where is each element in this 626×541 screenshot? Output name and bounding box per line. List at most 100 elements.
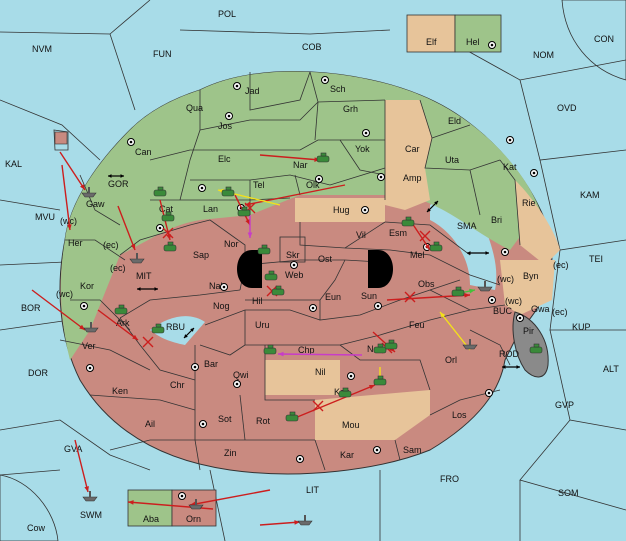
island-elf-hel <box>406 14 502 53</box>
army-icon[interactable] <box>401 219 415 227</box>
army-icon[interactable] <box>285 414 299 422</box>
fleet-icon[interactable] <box>83 327 99 333</box>
convoy-arrow-head <box>434 201 438 205</box>
army-icon[interactable] <box>237 209 251 217</box>
label-jos: Jos <box>218 121 233 131</box>
label-kat: Kat <box>503 162 517 172</box>
army-turret <box>261 244 268 249</box>
supply-center-dot <box>227 114 231 118</box>
army-icon[interactable] <box>163 244 177 252</box>
supply-center-dot <box>487 391 491 395</box>
label-nom: NOM <box>533 50 554 60</box>
label-byn: Byn <box>523 271 539 281</box>
coast-tag: (ec) <box>110 263 126 273</box>
convoy-arrows <box>108 174 520 369</box>
supply-center-dot <box>376 304 380 308</box>
label-ail: Ail <box>145 419 155 429</box>
capital-marker <box>237 250 262 288</box>
label-buc: BUC <box>493 306 513 316</box>
label-mit: MIT <box>136 271 152 281</box>
supply-center-dot <box>349 374 353 378</box>
army-turret <box>275 285 282 290</box>
order-arrow-head <box>130 244 136 250</box>
fleet-mast <box>88 187 90 193</box>
label-gvp: GVP <box>555 400 574 410</box>
fleet-icon[interactable] <box>129 258 145 264</box>
fleet-icon[interactable] <box>188 504 204 510</box>
order-arrow-head <box>247 232 253 238</box>
convoy-arrow-head <box>502 365 506 369</box>
army-icon[interactable] <box>114 307 128 315</box>
army-turret <box>405 216 412 221</box>
army-turret <box>167 241 174 246</box>
label-can: Can <box>135 147 152 157</box>
army-icon[interactable] <box>373 378 387 386</box>
label-pir: Pir <box>523 326 534 336</box>
army-turret <box>433 241 440 246</box>
label-mou: Mou <box>342 420 360 430</box>
supply-center-dot <box>88 366 92 370</box>
army-icon[interactable] <box>316 155 330 163</box>
order-arrow <box>289 384 376 421</box>
army-icon[interactable] <box>384 342 398 350</box>
army-turret <box>342 387 349 392</box>
label-web: Web <box>285 270 303 280</box>
label-ovd: OVD <box>557 103 577 113</box>
bay-rbu <box>150 316 205 345</box>
label-sap: Sap <box>193 250 209 260</box>
order-cut-mark <box>162 227 174 239</box>
supply-center-dot <box>200 186 204 190</box>
order-arrow <box>259 154 321 161</box>
army-icon[interactable] <box>529 346 543 354</box>
label-gor: GOR <box>108 179 129 189</box>
fleet-icon[interactable] <box>477 286 493 292</box>
fleet-icon[interactable] <box>82 496 98 502</box>
fleet-icon[interactable] <box>462 344 478 350</box>
label-swm: SWM <box>80 510 102 520</box>
order-arrow-head <box>245 219 250 225</box>
label-rbu: RBU <box>166 322 185 332</box>
army-icon[interactable] <box>151 326 165 334</box>
army-icon[interactable] <box>221 189 235 197</box>
army-turret <box>157 186 164 191</box>
label-kup: KUP <box>572 322 591 332</box>
supply-center-dot <box>508 138 512 142</box>
order-cut-mark <box>312 400 324 412</box>
label-esm: Esm <box>389 228 407 238</box>
army-icon[interactable] <box>257 247 271 255</box>
order-arrow-head <box>440 312 446 318</box>
supply-center-dot <box>364 131 368 135</box>
army-turret <box>165 211 172 216</box>
units <box>54 131 543 526</box>
label-alt: ALT <box>603 364 619 374</box>
fleet-icon[interactable] <box>297 520 313 526</box>
label-nor: Nor <box>224 239 239 249</box>
army-icon[interactable] <box>264 273 278 281</box>
label-sun: Sun <box>361 291 377 301</box>
army-icon[interactable] <box>373 346 387 354</box>
label-con: CON <box>594 34 614 44</box>
fleet-icon[interactable] <box>81 192 97 198</box>
army-icon[interactable] <box>161 214 175 222</box>
supply-center-dot <box>323 78 327 82</box>
fleet-mast <box>469 339 471 345</box>
army-turret <box>388 339 395 344</box>
army-turret <box>267 344 274 349</box>
label-bri: Bri <box>491 215 502 225</box>
supply-center-dot <box>298 457 302 461</box>
army-icon[interactable] <box>451 289 465 297</box>
supply-center-dot <box>379 175 383 179</box>
army-icon[interactable] <box>338 390 352 398</box>
fleet-mast <box>89 491 91 497</box>
army-icon[interactable] <box>271 288 285 296</box>
army-icon[interactable] <box>429 244 443 252</box>
fleet-mast <box>304 515 306 521</box>
order-cut-mark <box>142 336 154 348</box>
coast-tag: (ec) <box>103 240 119 250</box>
army-icon[interactable] <box>153 189 167 197</box>
army-turret <box>533 343 540 348</box>
label-kam: KAM <box>580 190 600 200</box>
supply-center-dot <box>292 263 296 267</box>
army-icon[interactable] <box>263 347 277 355</box>
